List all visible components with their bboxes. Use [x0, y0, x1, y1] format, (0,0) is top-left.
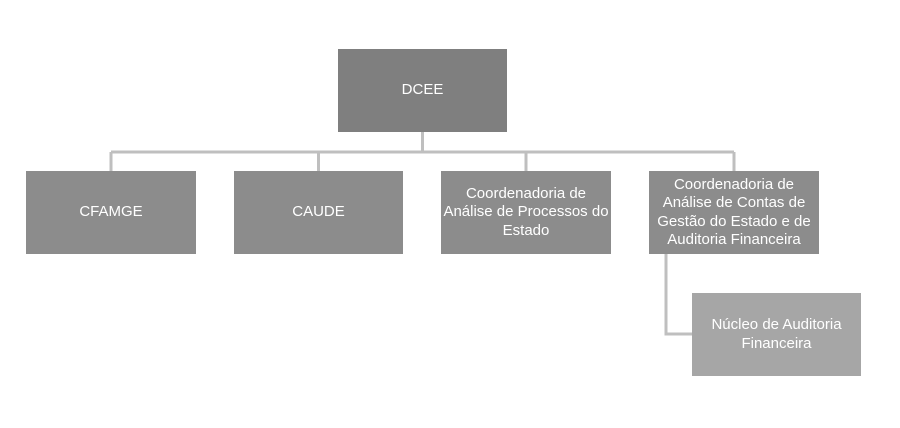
node-cfamge: CFAMGE	[26, 171, 196, 254]
node-coordenadoria-analise-contas: Coordenadoria de Análise de Contas de Ge…	[649, 171, 819, 254]
node-caude: CAUDE	[234, 171, 403, 254]
node-nucleo-auditoria-financeira: Núcleo de Auditoria Financeira	[692, 293, 861, 376]
node-dcee: DCEE	[338, 49, 507, 132]
connector-to-nucleo-auditoria	[664, 254, 692, 336]
node-coordenadoria-analise-processos: Coordenadoria de Análise de Processos do…	[441, 171, 611, 254]
connector-lines	[109, 132, 736, 336]
